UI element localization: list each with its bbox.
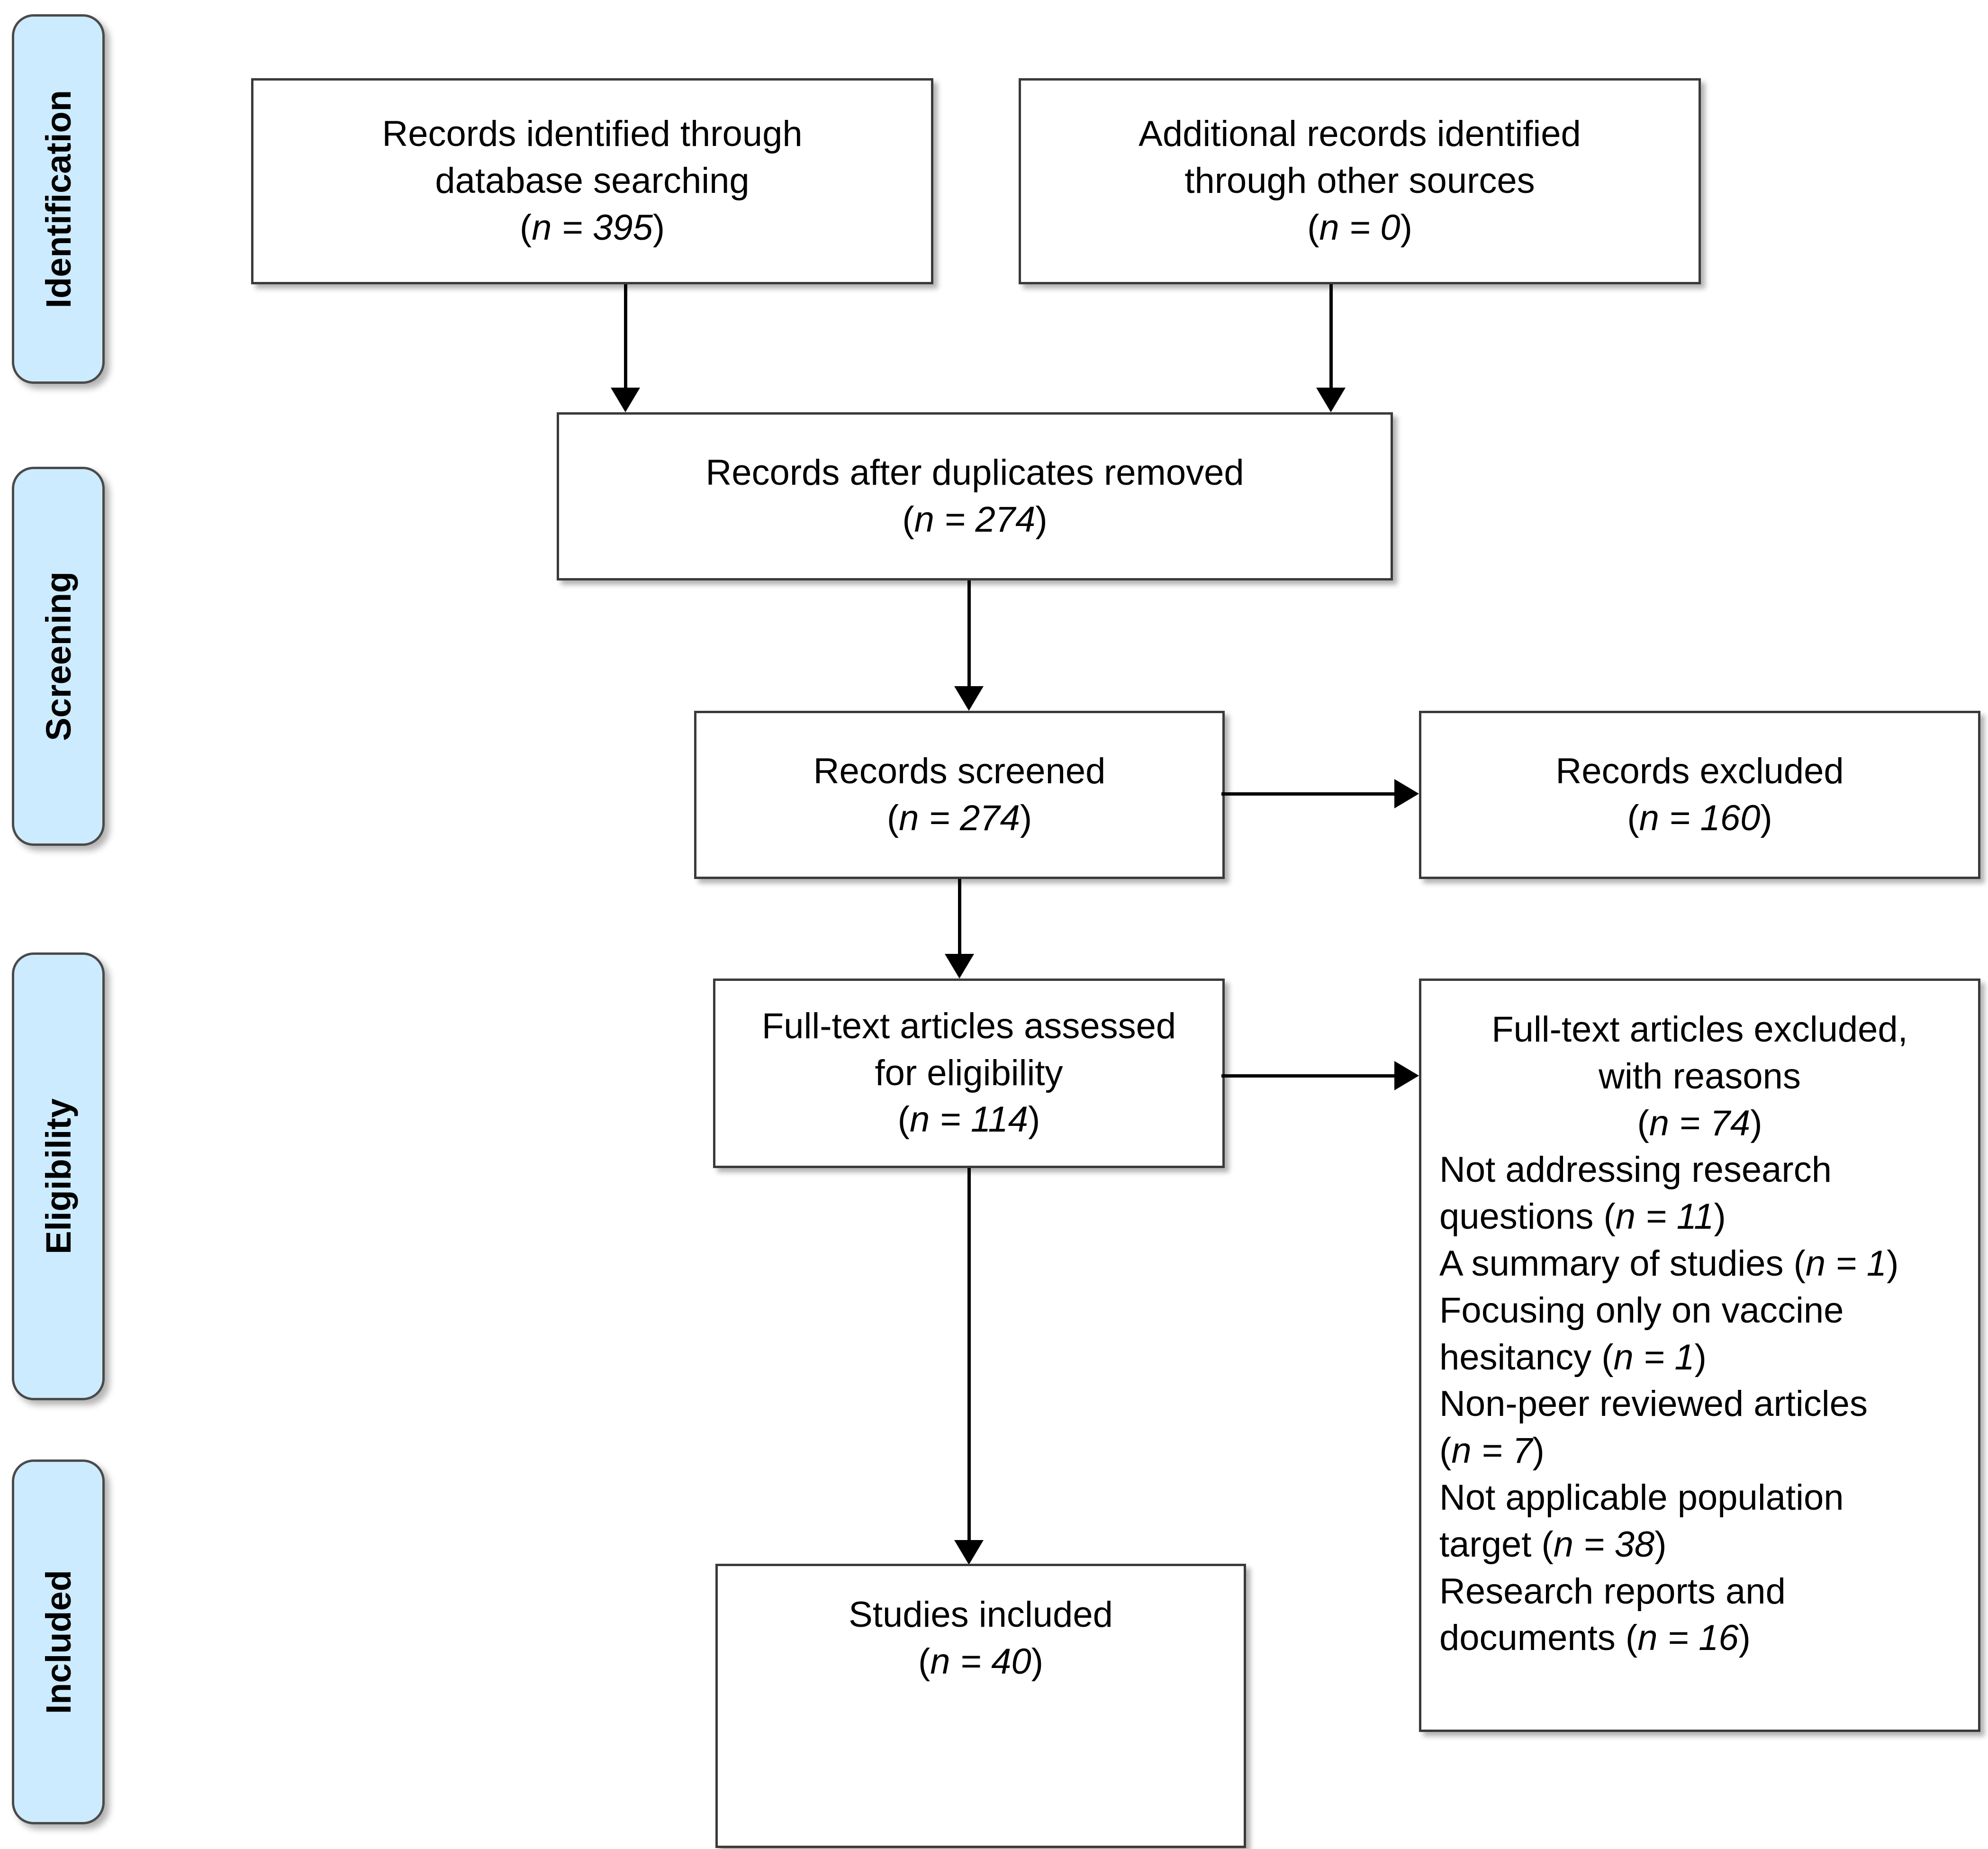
box-records-excluded: Records excluded (n = 160) (1419, 711, 1980, 879)
stage-label-identification: Identification (38, 90, 78, 308)
stage-pill-identification: Identification (12, 14, 105, 384)
line-2: database searching (435, 161, 750, 201)
box-text-additional-records: Additional records identified through ot… (1021, 111, 1699, 251)
line-1: Records after duplicates removed (705, 452, 1244, 493)
reason-item: target (n = 38) (1439, 1524, 1667, 1565)
reason-item: Not addressing research (1439, 1150, 1832, 1190)
connector-duplicates-to-screened (967, 580, 971, 687)
arrowhead-screened-to-fulltext (945, 954, 974, 979)
stage-pill-screening: Screening (12, 467, 105, 846)
arrowhead-db-search-to-duplicates (611, 388, 640, 412)
box-text-records-identified-database: Records identified through database sear… (253, 111, 931, 251)
reason-item: Research reports and (1439, 1571, 1786, 1612)
box-text-studies-included: Studies included (n = 40) (718, 1566, 1244, 1686)
line-2: with reasons (1599, 1056, 1801, 1097)
stage-label-eligibility: Eligibility (38, 1098, 78, 1254)
line-count: (n = 114) (897, 1099, 1040, 1140)
line-1: Records identified through (382, 114, 803, 154)
reason-item: Not applicable population (1439, 1477, 1844, 1518)
connector-screened-to-fulltext (958, 879, 961, 955)
connector-fulltext-to-excluded (1221, 1074, 1397, 1078)
line-2: through other sources (1184, 161, 1535, 201)
box-text-records-excluded: Records excluded (n = 160) (1421, 748, 1978, 842)
line-1: Additional records identified (1139, 114, 1581, 154)
box-records-screened: Records screened (n = 274) (694, 711, 1225, 879)
box-records-after-duplicates-removed: Records after duplicates removed (n = 27… (557, 412, 1393, 580)
line-count: (n = 274) (902, 499, 1048, 540)
reason-item: hesitancy (n = 1) (1439, 1337, 1707, 1378)
box-fulltext-articles-excluded-with-reasons: Full-text articles excluded, with reason… (1419, 979, 1980, 1732)
box-text-fulltext-excluded: Full-text articles excluded, with reason… (1421, 981, 1978, 1662)
stage-pill-eligibility: Eligibility (12, 952, 105, 1400)
line-count: (n = 0) (1307, 207, 1412, 248)
line-count: (n = 395) (519, 207, 665, 248)
line-2: for eligibility (875, 1052, 1063, 1093)
line-1: Studies included (849, 1595, 1113, 1635)
stage-pill-included: Included (12, 1459, 105, 1824)
box-text-records-after-duplicates: Records after duplicates removed (n = 27… (559, 450, 1391, 544)
line-1: Records excluded (1555, 751, 1844, 791)
line-count: (n = 274) (886, 798, 1032, 838)
connector-screened-to-excluded (1221, 792, 1397, 796)
box-text-records-screened: Records screened (n = 274) (696, 748, 1222, 842)
line-count: (n = 160) (1627, 798, 1772, 838)
box-fulltext-articles-assessed: Full-text articles assessed for eligibil… (713, 979, 1225, 1168)
connector-db-search-to-duplicates (624, 284, 627, 389)
arrowhead-screened-to-excluded (1394, 779, 1419, 808)
arrowhead-other-sources-to-duplicates (1316, 388, 1346, 412)
reason-item: Focusing only on vaccine (1439, 1290, 1844, 1331)
line-count: (n = 40) (918, 1641, 1044, 1682)
line-1: Full-text articles excluded, (1491, 1009, 1908, 1050)
connector-other-sources-to-duplicates (1329, 284, 1333, 389)
box-text-fulltext-assessed: Full-text articles assessed for eligibil… (715, 1003, 1222, 1143)
arrowhead-fulltext-to-excluded (1394, 1061, 1419, 1090)
box-studies-included: Studies included (n = 40) (715, 1564, 1246, 1848)
reason-item: (n = 7) (1439, 1431, 1545, 1471)
box-records-identified-database: Records identified through database sear… (251, 78, 933, 284)
arrowhead-fulltext-to-studies-included (954, 1540, 984, 1565)
stage-label-screening: Screening (38, 571, 78, 741)
reason-item: questions (n = 11) (1439, 1196, 1726, 1237)
line-1: Records screened (813, 751, 1106, 791)
stage-label-included: Included (38, 1569, 78, 1714)
reason-item: A summary of studies (n = 1) (1439, 1243, 1899, 1284)
arrowhead-duplicates-to-screened (954, 686, 984, 711)
line-1: Full-text articles assessed (761, 1006, 1176, 1046)
reason-item: Non-peer reviewed articles (1439, 1384, 1868, 1424)
connector-fulltext-to-studies-included (967, 1168, 971, 1542)
box-additional-records-other-sources: Additional records identified through ot… (1019, 78, 1701, 284)
reason-item: documents (n = 16) (1439, 1618, 1751, 1659)
line-count: (n = 74) (1637, 1103, 1762, 1143)
